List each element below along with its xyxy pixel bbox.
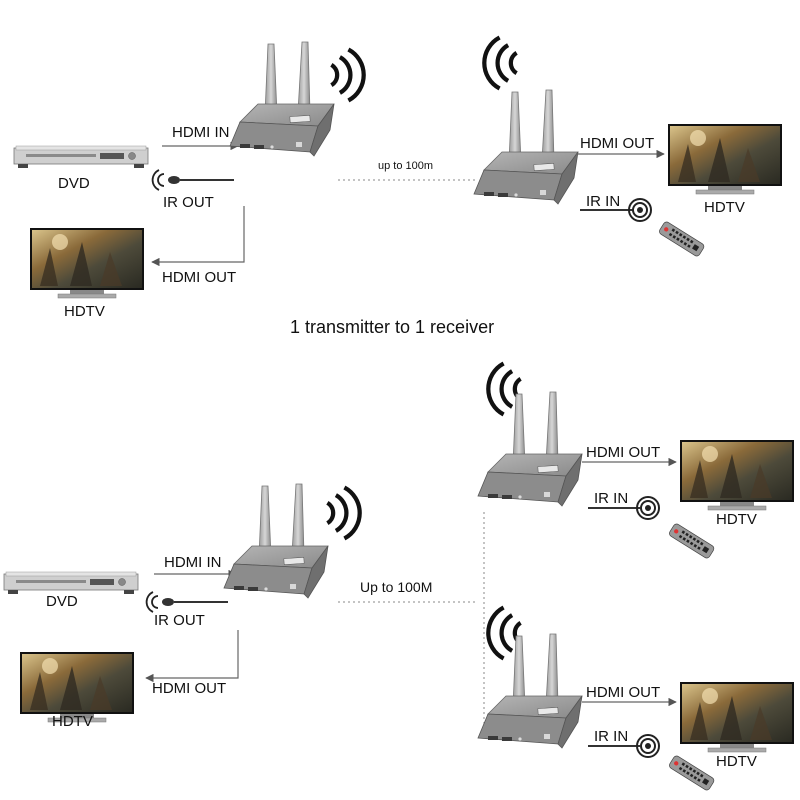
local-tv-label: HDTV: [64, 303, 105, 320]
hdmi-out-local-arrow: [146, 630, 238, 678]
hdmi-out-local-arrow: [152, 206, 244, 262]
receiver-2-tv-label: HDTV: [716, 753, 757, 770]
remote-control-icon: [668, 523, 715, 560]
distance-label: up to 100m: [378, 160, 433, 172]
transmitter-device: [230, 42, 334, 156]
receiver-2-tv-icon: [680, 682, 794, 752]
ir-in-label: IR IN: [586, 193, 620, 210]
remote-control-icon: [658, 221, 705, 258]
top-diagram: DVD HDMI IN IR OUT HDMI OUT HDTV up to 1…: [14, 38, 782, 321]
wireless-waves-icon: [484, 38, 516, 89]
wireless-waves-icon: [327, 488, 359, 539]
local-tv-label: HDTV: [52, 713, 93, 730]
bottom-diagram: DVD HDMI IN IR OUT HDMI OUT HDTV Up to 1…: [4, 364, 794, 792]
receiver-device: [474, 90, 578, 204]
receiver-2-hdmi-out-label: HDMI OUT: [586, 684, 660, 701]
transmitter-device: [224, 484, 328, 598]
hdmi-out-local-label: HDMI OUT: [162, 269, 236, 286]
receiver-1-ir-in-label: IR IN: [594, 490, 628, 507]
ir-emitter-icon: [153, 170, 234, 190]
dvd-label: DVD: [46, 593, 78, 610]
ir-sensor-icon: [637, 497, 659, 519]
ir-out-label: IR OUT: [163, 194, 214, 211]
receiver-1-tv-icon: [680, 440, 794, 510]
ir-sensor-icon: [637, 735, 659, 757]
hdmi-out-remote-label: HDMI OUT: [580, 135, 654, 152]
diagram-caption: 1 transmitter to 1 receiver: [290, 317, 494, 337]
local-tv-icon: [20, 652, 134, 722]
wireless-waves-icon: [331, 50, 363, 101]
hdmi-in-label: HDMI IN: [164, 554, 222, 571]
hdmi-out-local-label: HDMI OUT: [152, 680, 226, 697]
ir-emitter-icon: [147, 592, 228, 612]
remote-tv-icon: [668, 124, 782, 194]
distance-label: Up to 100M: [360, 579, 432, 595]
local-tv-icon: [30, 228, 144, 298]
remote-tv-label: HDTV: [704, 199, 745, 216]
hdmi-in-label: HDMI IN: [172, 124, 230, 141]
remote-control-icon: [668, 755, 715, 792]
dvd-player-icon: [14, 146, 148, 168]
dvd-label: DVD: [58, 175, 90, 192]
receiver-2-ir-in-label: IR IN: [594, 728, 628, 745]
ir-out-label: IR OUT: [154, 612, 205, 629]
dvd-player-icon: [4, 572, 138, 594]
ir-sensor-icon: [629, 199, 651, 221]
receiver-1-hdmi-out-label: HDMI OUT: [586, 444, 660, 461]
receiver-1-tv-label: HDTV: [716, 511, 757, 528]
